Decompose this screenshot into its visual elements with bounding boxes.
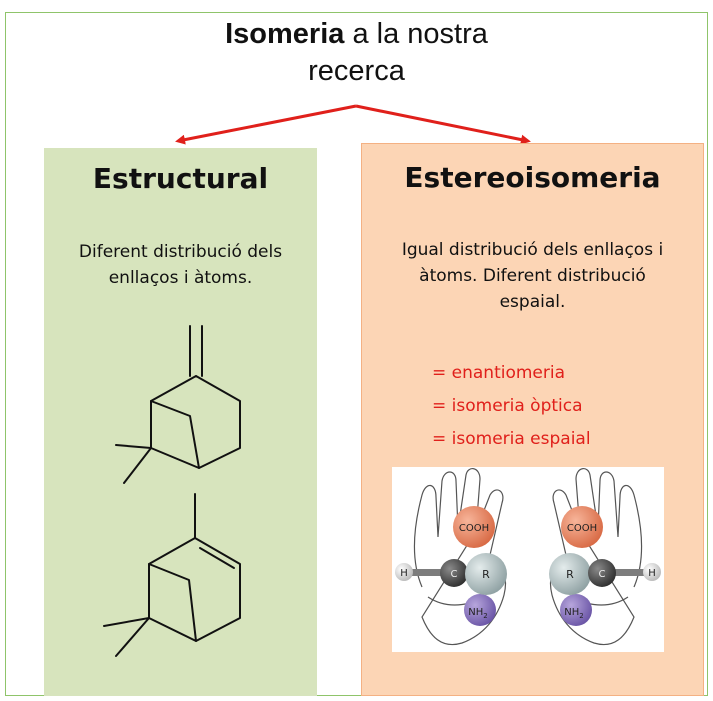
structural-text-line1: Diferent distribució dels	[78, 242, 283, 262]
right-nh2-label: NH2	[564, 607, 583, 620]
right-molecule: H NH2 COOH R C	[549, 506, 661, 626]
right-r-label: R	[566, 568, 574, 581]
structural-text-line2: enllaços i àtoms.	[108, 268, 253, 288]
left-h-label: H	[400, 568, 408, 579]
right-c-atom	[588, 559, 616, 587]
structural-heading: Estructural	[92, 162, 269, 195]
right-cooh-label: COOH	[567, 523, 597, 534]
right-cooh-atom	[561, 506, 603, 548]
synonym-item: = isomeria espaial	[432, 429, 591, 449]
synonym-list: = enantiomeria = isomeria òptica = isome…	[432, 357, 591, 456]
structural-description: Diferent distribució dels enllaços i àto…	[44, 239, 317, 291]
left-r-label: R	[482, 568, 490, 581]
title-bold-word: Isomeria	[225, 18, 345, 50]
split-arrows	[175, 104, 531, 145]
stereoisomeria-heading: Estereoisomeria	[404, 161, 661, 194]
left-c-label: C	[451, 569, 458, 580]
stereo-text-line2: àtoms. Diferent distribució	[419, 266, 646, 286]
chiral-hands-illustration: H NH2 COOH C R H NH2 COOH R C	[392, 467, 664, 652]
left-nh2-label: NH2	[468, 607, 487, 620]
synonym-item: = enantiomeria	[432, 363, 566, 383]
right-h-label: H	[648, 568, 656, 579]
right-nh2-atom	[560, 594, 592, 626]
left-cooh-atom	[453, 506, 495, 548]
left-cooh-label: COOH	[459, 523, 489, 534]
stereo-text-line3: espaial.	[499, 292, 566, 312]
title-line2: recerca	[308, 55, 405, 87]
structural-panel: Estructural Diferent distribució dels en…	[44, 148, 317, 696]
left-c-atom	[440, 559, 468, 587]
right-c-label: C	[599, 569, 606, 580]
left-r-atom	[465, 553, 507, 595]
right-h-atom	[643, 563, 661, 581]
page-title: Isomeria a la nostra recerca	[0, 16, 713, 90]
beta-pinene-ring	[150, 375, 241, 469]
stereo-text-line1: Igual distribució dels enllaços i	[401, 240, 664, 260]
arrow-left	[175, 104, 357, 145]
left-h-atom	[395, 563, 413, 581]
structural-molecules	[103, 325, 241, 657]
right-r-atom	[549, 553, 591, 595]
stereoisomeria-description: Igual distribució dels enllaços i àtoms.…	[362, 237, 703, 315]
left-molecule: H NH2 COOH C R	[395, 506, 507, 626]
title-rest: a la nostra	[344, 18, 488, 50]
outer-frame	[5, 12, 708, 696]
arrow-right	[355, 104, 531, 145]
left-nh2-atom	[464, 594, 496, 626]
synonym-item: = isomeria òptica	[432, 396, 583, 416]
